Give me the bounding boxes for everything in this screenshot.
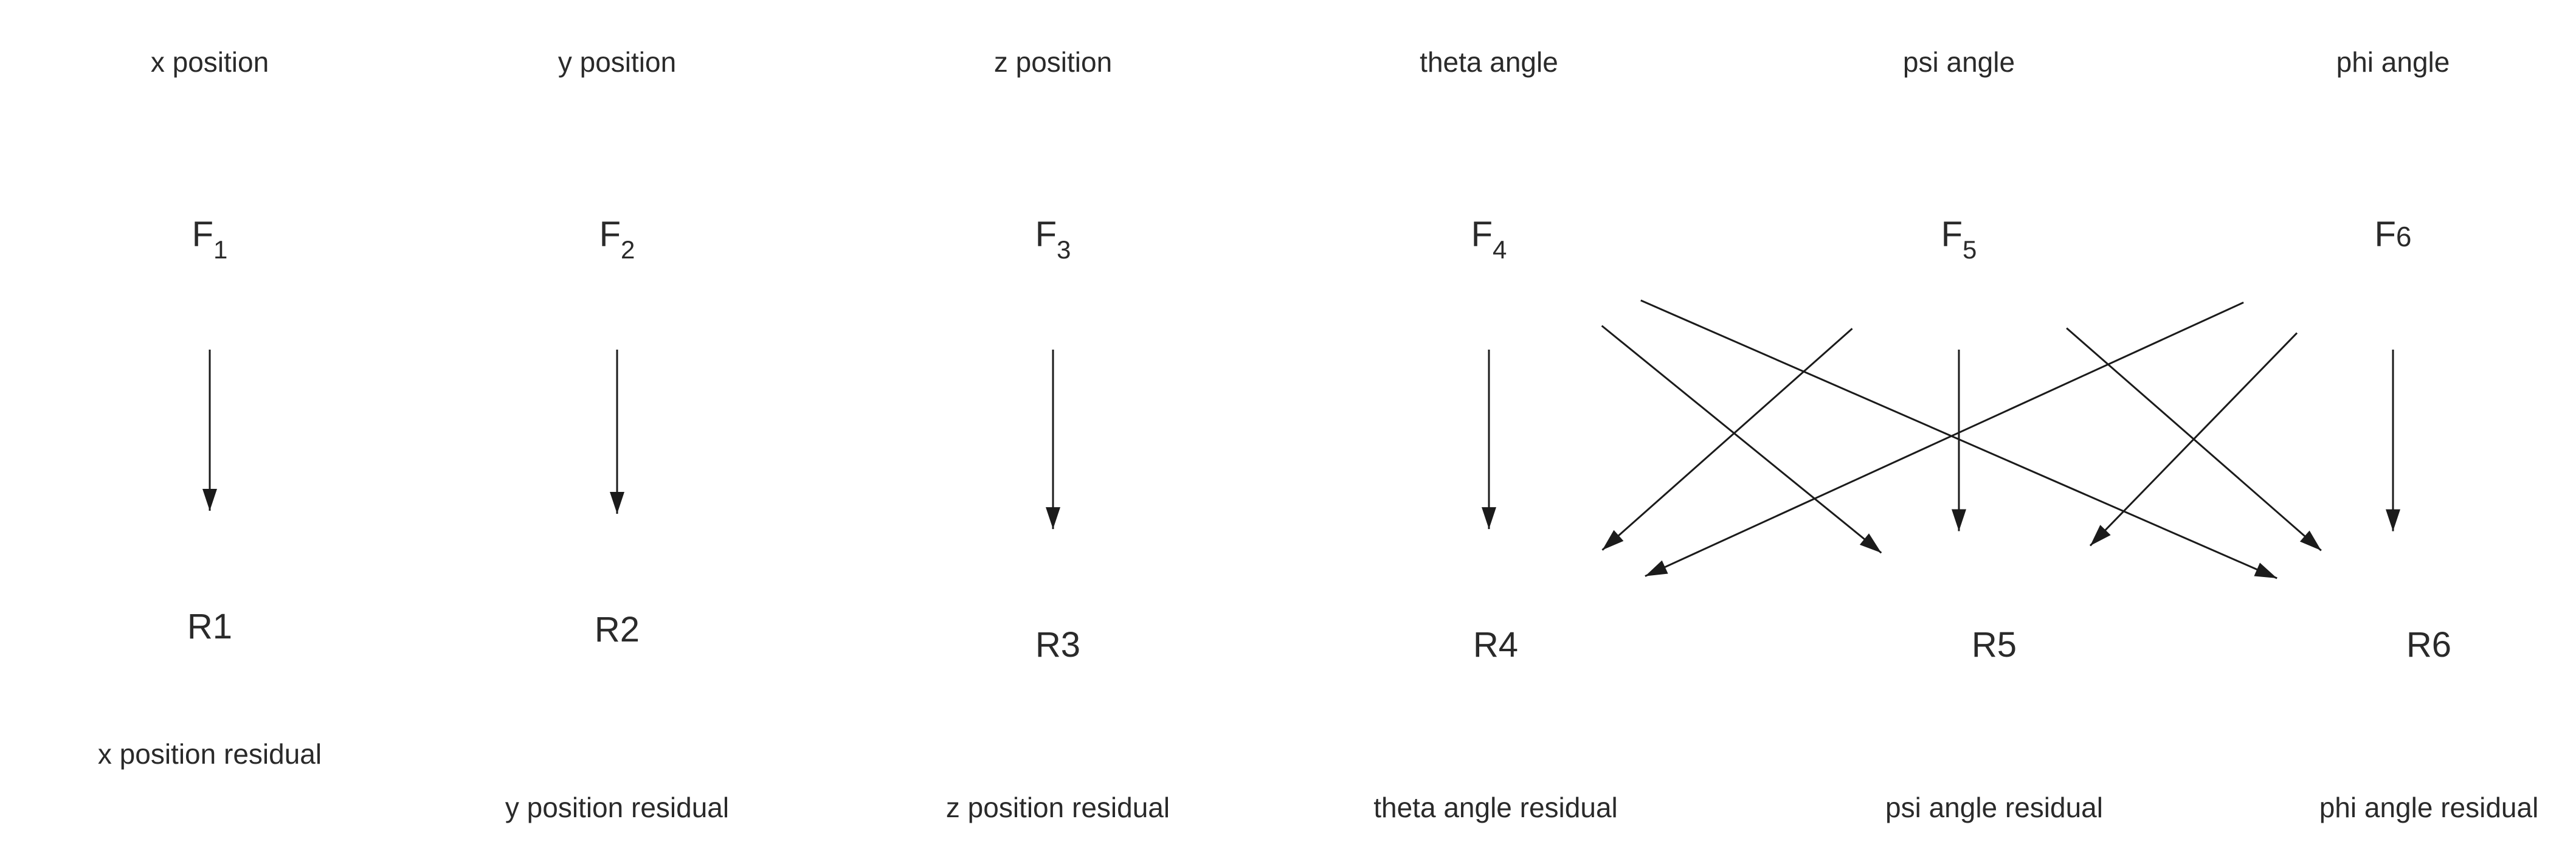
residual-node-R2-label: R2 [595, 610, 640, 649]
top-label-F3: z position [994, 46, 1112, 78]
edge-F5-R4 [1601, 328, 1853, 551]
residual-node-R1-label: R1 [187, 607, 232, 646]
bottom-label-R1: x position residual [98, 738, 322, 770]
bottom-label-R6: phi angle residual [2319, 792, 2539, 823]
top-label-F6: phi angle [2336, 46, 2450, 78]
bottom-label-R2: y position residual [505, 792, 729, 823]
residual-node-R3-label: R3 [1035, 625, 1080, 665]
top-label-F2: y position [558, 46, 676, 78]
factor-node-F4-label: F4 [1471, 215, 1507, 264]
factor-node-F2-label: F2 [599, 215, 635, 264]
top-label-F4: theta angle [1420, 46, 1558, 78]
factor-node-F1-label: F1 [192, 215, 228, 264]
bottom-label-R3: z position residual [946, 792, 1170, 823]
residual-node-R6-label: R6 [2406, 625, 2451, 665]
factor-node-F5-label: F5 [1941, 215, 1977, 264]
edge-F6-R4 [1645, 302, 2244, 577]
edge-F4-R5 [1601, 325, 1882, 554]
residual-node-R4-label: R4 [1473, 625, 1518, 665]
edge-F6-R5 [2089, 332, 2298, 547]
top-label-F1: x position [151, 46, 269, 78]
bottom-label-R4: theta angle residual [1373, 792, 1618, 823]
residual-node-R5-label: R5 [1972, 625, 2017, 665]
bottom-label-R5: psi angle residual [1885, 792, 2103, 823]
factor-node-F6-label: F6 [2374, 215, 2411, 254]
factor-node-F3-label: F3 [1035, 215, 1071, 264]
top-label-F5: psi angle [1903, 46, 2015, 78]
